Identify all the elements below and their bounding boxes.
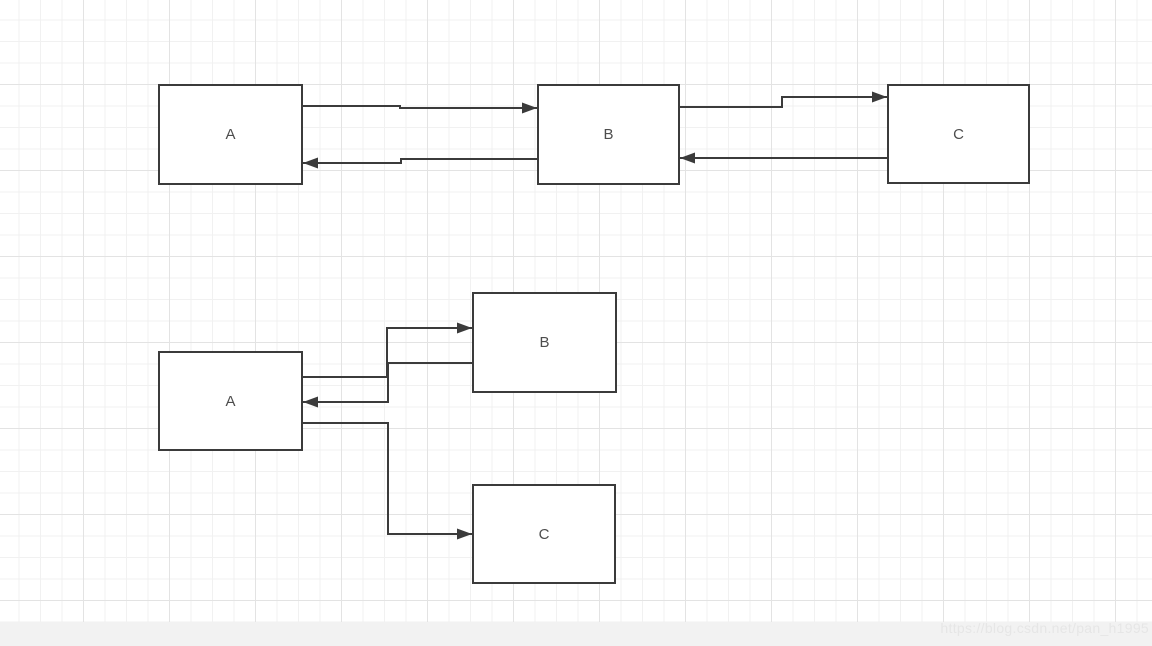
edge-bottom-branching-flow-a-to-b [303,322,472,378]
edge-top-linear-flow-b-to-a [303,157,537,169]
edge-top-linear-flow-b-to-c [680,91,887,108]
node-label: C [538,525,550,543]
edge-bottom-branching-flow-a-to-c [303,422,472,540]
node-label: C [953,125,964,143]
node-label: B [539,334,550,351]
flow-node-top-linear-flow-a: A [158,84,303,185]
bottom-bar [0,622,1152,646]
flow-node-top-linear-flow-c: C [887,84,1030,184]
edge-top-linear-flow-a-to-b [303,102,537,114]
node-label: A [225,126,236,143]
node-label: B [603,126,614,143]
edge-bottom-branching-flow-b-to-a [303,362,472,408]
flow-node-top-linear-flow-b: B [537,84,680,185]
flow-node-bottom-branching-flow-c: C [472,484,616,584]
watermark-url: https://blog.csdn.net/pan_h1995 [940,620,1149,636]
flow-node-bottom-branching-flow-a: A [158,351,303,451]
node-label: A [225,392,236,410]
flow-node-bottom-branching-flow-b: B [472,292,617,393]
